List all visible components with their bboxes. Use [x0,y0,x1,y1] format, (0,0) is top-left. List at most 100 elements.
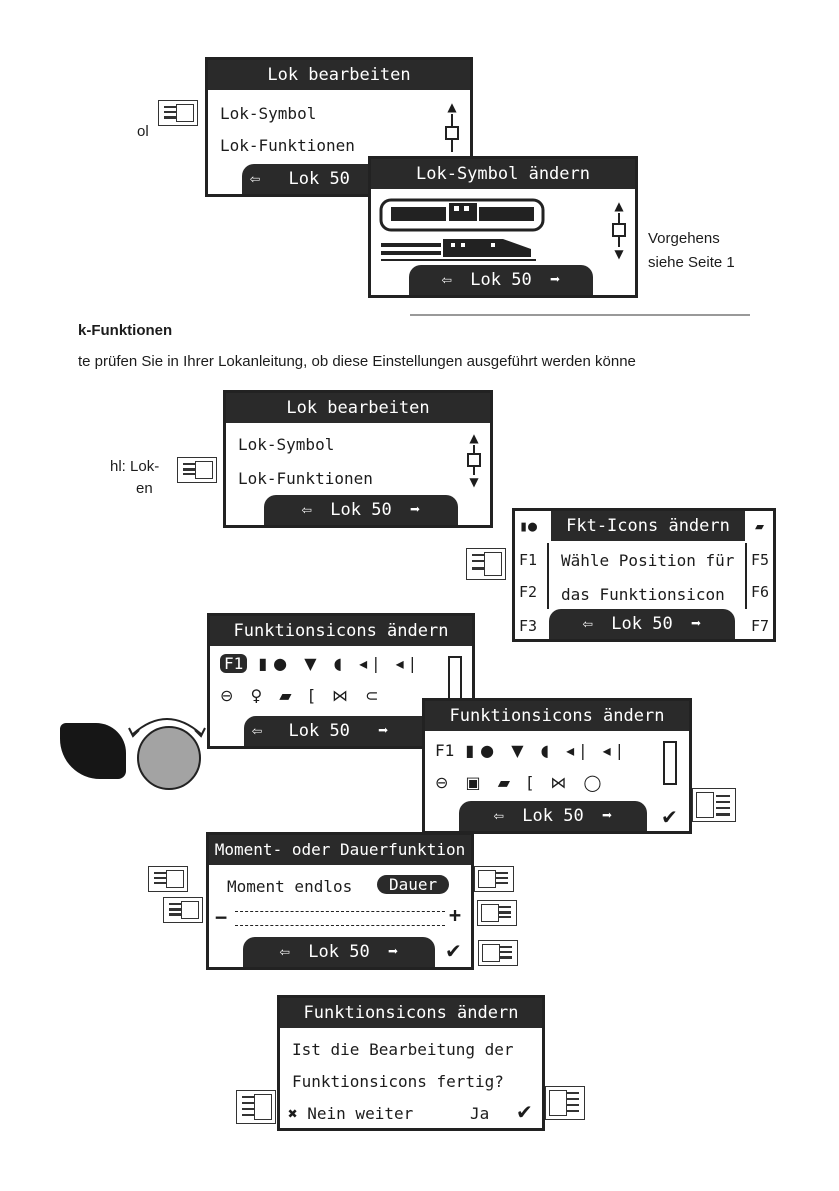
option-moment-endlos[interactable]: Moment endlos [227,877,353,896]
screen-title: Funktionsicons ändern [280,998,542,1028]
rotate-arrow-icon [128,718,206,738]
function-icons-a[interactable]: ▮● ▼ ◖ ◂| ◂| [258,654,422,673]
menu-item-lok-funktionen[interactable]: Lok-Funktionen [238,469,373,488]
scrollbar[interactable]: ▲ ▼ [466,431,482,489]
no-continue-button[interactable]: ✖ Nein weiter [288,1104,414,1123]
left-button[interactable] [466,548,506,580]
menu-item-lok-symbol[interactable]: Lok-Symbol [220,104,317,123]
dashed-line-2 [235,925,445,926]
train-icon-ice[interactable] [381,237,541,265]
confirm-check-icon[interactable]: ✔ [661,805,678,829]
loco-name: Lok 50 [522,806,584,826]
function-key-f3[interactable]: F3 [519,617,538,635]
left-button[interactable] [148,866,188,892]
side-label-middle-2: en [136,480,153,497]
back-arrow-icon[interactable]: ⇦ [252,721,263,741]
function-key-f2[interactable]: F2 [519,583,538,601]
confirm-check-icon[interactable]: ✔ [516,1100,533,1124]
left-button[interactable] [158,100,198,126]
right-button[interactable] [477,900,517,926]
scroll-down-icon: ▼ [614,247,624,261]
confirm-check-icon[interactable]: ✔ [445,939,462,963]
forward-arrow-icon[interactable]: ➡ [378,721,389,741]
yes-button[interactable]: Ja [470,1104,490,1123]
screen-title: Funktionsicons ändern [210,616,472,646]
back-arrow-icon[interactable]: ⇦ [301,500,313,520]
screen-title: Funktionsicons ändern [425,701,689,731]
prompt-line2: das Funktionsicon [561,585,725,604]
screen-moment-dauer: Moment- oder Dauerfunktion Moment endlos… [206,832,474,970]
menu-item-lok-symbol[interactable]: Lok-Symbol [238,435,335,454]
minus-button[interactable]: − [215,905,228,929]
footer-bar: ⇦ Lok 50 ➡ [243,937,435,967]
function-icon-light[interactable]: ▮● [519,517,538,535]
scrollbar[interactable]: ▲ [444,100,460,152]
side-note-line1: Vorgehens [648,230,720,247]
forward-arrow-icon[interactable]: ➡ [690,614,702,634]
side-label-top: ol [137,123,149,140]
option-dauer[interactable]: Dauer [377,875,450,894]
function-key-f1[interactable]: F1 [519,551,538,569]
function-icons-a[interactable]: ▮● ▼ ◖ ◂| ◂| [465,741,629,760]
option-dauer-pill[interactable]: Dauer [377,875,450,894]
back-arrow-icon[interactable]: ⇦ [279,942,291,962]
train-icon-selected[interactable] [379,197,549,233]
scroll-up-icon: ▲ [447,100,457,114]
right-button[interactable] [478,940,518,966]
screen-title: Lok bearbeiten [208,60,470,90]
scroll-down-icon: ▼ [469,475,479,489]
screen-confirm-finish: Funktionsicons ändern Ist die Bearbeitun… [277,995,545,1131]
loco-name: Lok 50 [611,614,673,634]
forward-arrow-icon[interactable]: ➡ [387,942,399,962]
scrollbar[interactable]: ▲ ▼ [611,199,627,261]
function-key-f7[interactable]: F7 [751,617,770,635]
function-key-f1[interactable]: F1 [435,741,455,760]
function-icon-turtle[interactable]: ▰ [755,517,765,535]
icon-row-2[interactable]: ⊖ ▣ ▰ [ ⋈ ◯ [435,773,608,792]
section-heading: k-Funktionen [78,322,173,339]
left-button[interactable] [163,897,203,923]
screen-title: Moment- oder Dauerfunktion [209,835,471,865]
rotary-knob[interactable] [137,726,201,790]
plus-button[interactable]: + [449,903,462,927]
f1-selected[interactable]: F1 [220,654,248,673]
icon-row-2[interactable]: ⊖ ♀ ▰ [ ⋈ ⊂ [220,686,385,705]
left-button[interactable] [236,1090,276,1124]
right-button[interactable] [545,1086,585,1120]
footer-bar: ⇦ Lok 50 ➡ [459,801,647,831]
forward-arrow-icon[interactable]: ➡ [409,500,421,520]
side-note-line2: siehe Seite 1 [648,254,735,271]
back-arrow-icon[interactable]: ⇦ [582,614,594,634]
scroll-up-icon: ▲ [614,199,624,213]
screen-funktionsicons-2: Funktionsicons ändern F1 ▮● ▼ ◖ ◂| ◂| ⊖ … [422,698,692,834]
question-line2: Funktionsicons fertig? [292,1072,504,1091]
menu-item-lok-funktionen[interactable]: Lok-Funktionen [220,136,355,155]
back-arrow-icon[interactable]: ⇦ [441,270,453,290]
function-key-f5[interactable]: F5 [751,551,770,569]
side-label-middle-1: hl: Lok- [110,458,160,475]
back-arrow-icon[interactable]: ⇦ [250,169,261,189]
divider-right [745,543,747,609]
dashed-line-1 [235,911,445,912]
section-instruction: te prüfen Sie in Ihrer Lokanleitung, ob … [78,353,636,370]
left-button[interactable] [177,457,217,483]
right-button[interactable] [692,788,736,822]
forward-arrow-icon[interactable]: ➡ [549,270,561,290]
function-key-f6[interactable]: F6 [751,583,770,601]
loco-name: Lok 50 [288,169,350,189]
forward-arrow-icon[interactable]: ➡ [601,806,613,826]
section-divider [410,314,750,316]
right-button[interactable] [474,866,514,892]
prompt-line1: Wähle Position für [561,551,735,570]
hand-shape [60,723,126,779]
scroll-track[interactable] [663,741,677,785]
loco-name: Lok 50 [330,500,392,520]
footer-bar: ⇦ Lok 50 ➡ [549,609,735,639]
icon-row-1[interactable]: F1 ▮● ▼ ◖ ◂| ◂| [435,741,628,760]
loco-name: Lok 50 [288,721,350,741]
screen-lok-symbol-aendern: Lok-Symbol ändern ▲ ▼ ⇦ Lok 50 ➡ [368,156,638,298]
screen-lok-bearbeiten-2: Lok bearbeiten Lok-Symbol Lok-Funktionen… [223,390,493,528]
back-arrow-icon[interactable]: ⇦ [493,806,505,826]
icon-row-1[interactable]: F1 ▮● ▼ ◖ ◂| ◂| [220,654,421,673]
footer-bar: ⇦ Lok 50 ➡ [409,265,593,295]
